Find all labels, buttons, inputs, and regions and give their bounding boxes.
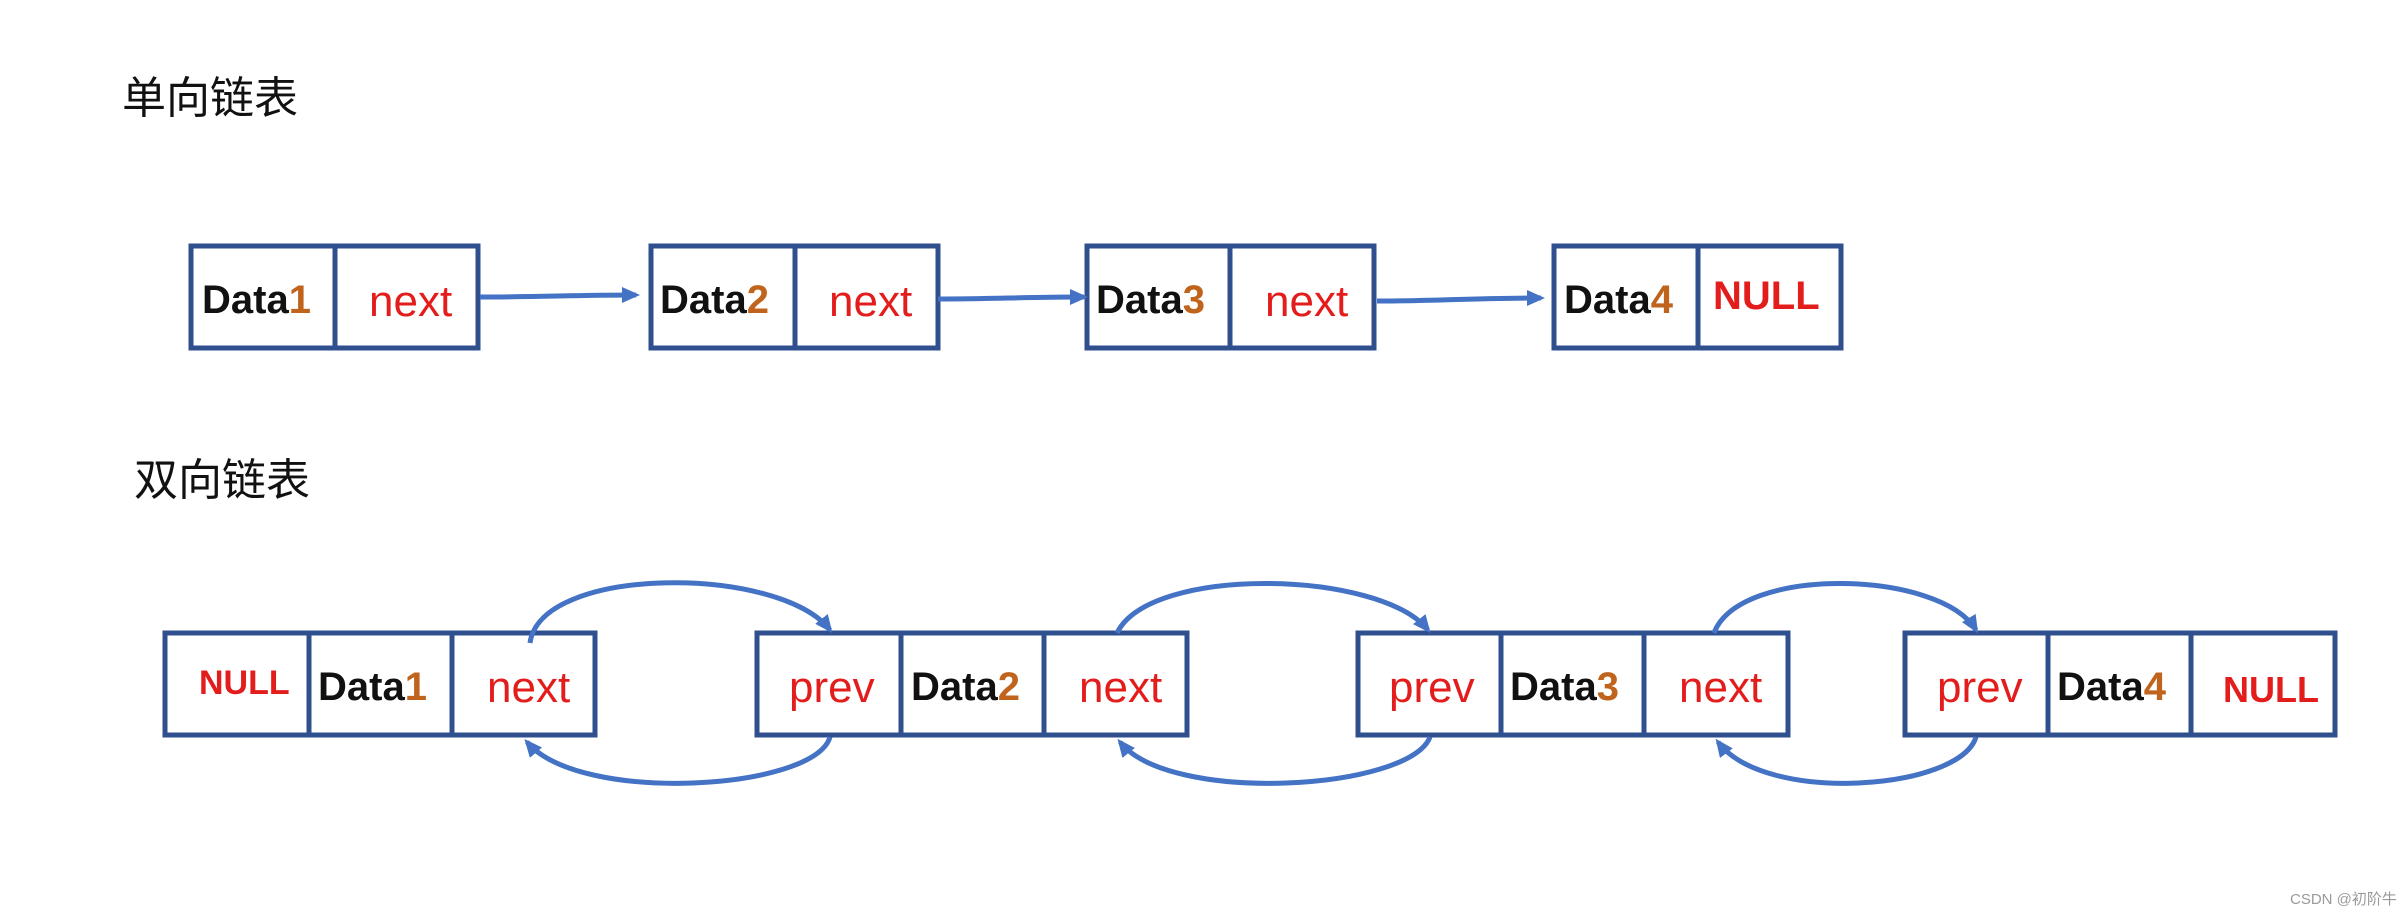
doubly-next-arrow-2-3 [1114,581,1431,635]
singly-arrow-1-2 [479,287,640,304]
doubly-node-3-data: Data3 [1510,665,1619,709]
doubly-node-2-prev: prev [789,663,875,712]
singly-node-1-data: Data1 [202,278,311,322]
doubly-prev-arrow-4-3 [1715,736,1979,786]
doubly-node-4-data: Data4 [2057,665,2167,709]
watermark: CSDN @初阶牛 [2290,891,2397,908]
doubly-next-arrow-1-2 [527,580,833,644]
singly-node-1-next: next [369,277,452,326]
doubly-prev-arrow-3-2 [1117,735,1433,786]
doubly-node-1-prev-null: NULL [199,664,290,702]
singly-node-1: Data1 next [188,243,481,351]
doubly-node-3-next: next [1679,663,1762,712]
singly-node-3-data: Data3 [1096,278,1205,322]
singly-node-4-data: Data4 [1564,278,1674,322]
singly-arrow-2-3 [937,289,1088,306]
singly-node-4: Data4 NULL [1551,243,1844,351]
singly-node-4-null: NULL [1713,274,1820,318]
doubly-node-2: prev Data2 next [754,630,1190,738]
singly-node-2-next: next [829,277,912,326]
doubly-node-4-next-null: NULL [2223,669,2319,710]
doubly-node-4-prev: prev [1937,663,2023,712]
doubly-node-3: prev Data3 next [1355,630,1791,738]
doubly-prev-arrow-2-1 [524,736,833,786]
doubly-next-arrow-3-4 [1711,581,1979,634]
singly-arrow-3-4 [1376,290,1545,307]
doubly-node-2-data: Data2 [911,665,1020,709]
singly-node-3-next: next [1265,277,1348,326]
doubly-node-1-data: Data1 [318,665,427,709]
singly-node-2: Data2 next [648,243,941,351]
singly-node-3: Data3 next [1084,243,1377,351]
singly-node-2-data: Data2 [660,278,769,322]
doubly-node-1: NULL Data1 next [162,630,598,738]
doubly-node-3-prev: prev [1389,663,1475,712]
doubly-node-2-next: next [1079,663,1162,712]
doubly-node-1-next: next [487,663,570,712]
doubly-node-4: prev Data4 NULL [1902,630,2338,738]
singly-list-title: 单向链表 [122,73,298,124]
doubly-list-title: 双向链表 [134,455,310,506]
